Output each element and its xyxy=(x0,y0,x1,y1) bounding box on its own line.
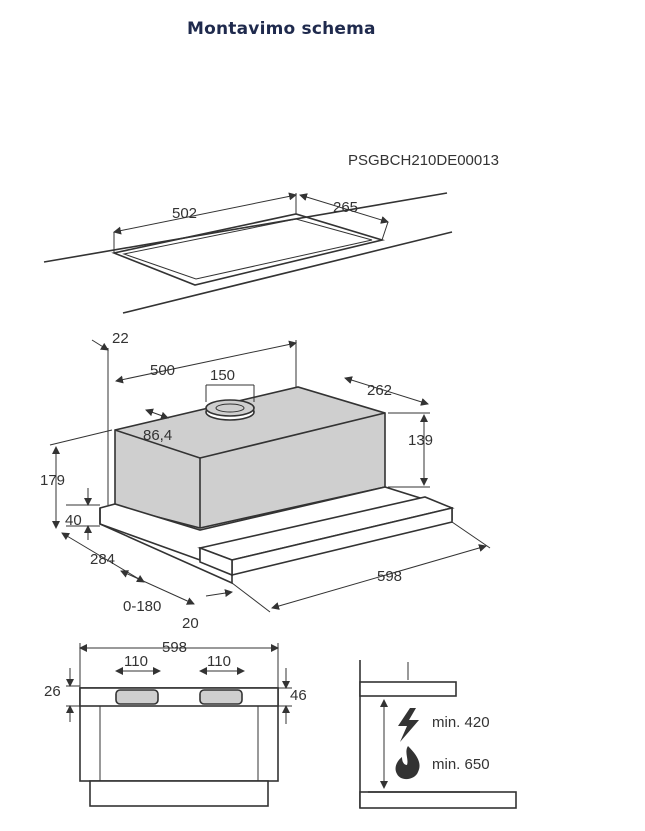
dim-20: 20 xyxy=(182,615,199,632)
front-dim-598: 598 xyxy=(162,639,187,656)
front-dim-110-left: 110 xyxy=(124,653,148,670)
clearance-gas-label: min. 650 xyxy=(432,756,490,773)
front-view-drawing: 598 110 110 26 46 xyxy=(44,639,307,807)
dim-179: 179 xyxy=(40,472,65,489)
dim-500: 500 xyxy=(150,362,175,379)
front-dim-110-right: 110 xyxy=(207,653,231,670)
dim-284: 284 xyxy=(90,551,115,568)
front-dim-26: 26 xyxy=(44,683,61,700)
cutout-drawing: 502 265 xyxy=(43,192,453,314)
cutout-depth-label: 265 xyxy=(333,199,358,216)
hood-drawing: 22 500 150 86,4 262 139 179 40 284 0-180… xyxy=(40,330,491,632)
electric-bolt-icon xyxy=(398,708,419,742)
gas-flame-icon xyxy=(395,746,420,780)
dim-598: 598 xyxy=(377,568,402,585)
model-code: PSGBCH210DE00013 xyxy=(348,152,499,169)
dim-262: 262 xyxy=(367,382,392,399)
dim-22: 22 xyxy=(112,330,129,347)
page-title: Montavimo schema xyxy=(187,19,376,39)
cutout-width-label: 502 xyxy=(172,205,197,222)
dim-40: 40 xyxy=(65,512,82,529)
dim-86-4: 86,4 xyxy=(143,427,172,444)
clearance-drawing: min. 420 min. 650 xyxy=(359,660,517,809)
dim-150: 150 xyxy=(210,367,235,384)
front-dim-46: 46 xyxy=(290,687,307,704)
dim-0-180: 0-180 xyxy=(123,598,161,615)
dim-139: 139 xyxy=(408,432,433,449)
clearance-electric-label: min. 420 xyxy=(432,714,490,731)
